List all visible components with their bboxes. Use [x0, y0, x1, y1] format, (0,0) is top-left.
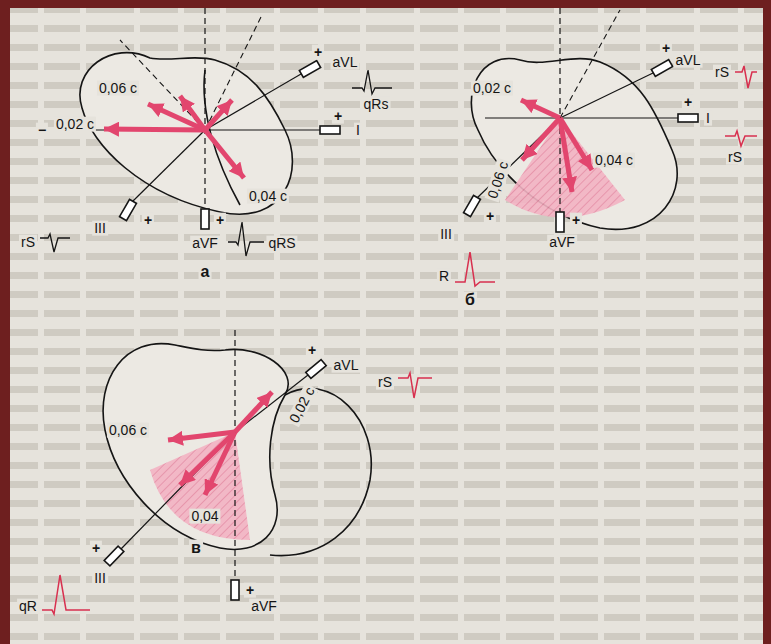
polarity-sign: + [244, 583, 256, 598]
lead-name: aVL [331, 55, 360, 70]
wave-label: rS [726, 150, 744, 165]
lead-name: I [704, 111, 712, 126]
lead-name: aVL [332, 358, 361, 373]
polarity-sign: + [570, 213, 582, 228]
wave-label: qRs [362, 97, 391, 112]
vector-arrows-c [168, 392, 272, 495]
polarity-sign: + [306, 343, 318, 358]
background-text [10, 8, 763, 644]
lead-name: aVF [190, 236, 220, 251]
lead-name: aVF [249, 599, 279, 614]
time-label: 0,06 с [97, 81, 139, 96]
polarity-sign: + [90, 541, 102, 556]
vector-arrows-a [104, 96, 244, 178]
time-label: 0,06 с [485, 158, 512, 203]
wave-label: rS [376, 375, 394, 390]
lead-name: aVL [674, 53, 703, 68]
panel-letter: б [463, 292, 477, 309]
time-label: 0,02 с [54, 117, 96, 132]
polarity-sign: + [142, 213, 154, 228]
time-label: 0,02 с [286, 383, 319, 427]
vector-arrows-b [521, 100, 592, 192]
panel-c [103, 330, 371, 600]
lead-name: aVF [547, 235, 577, 250]
polarity-sign: + [214, 213, 226, 228]
ecg-traces-b [455, 66, 757, 286]
lead-name: III [92, 571, 108, 586]
panel-b [464, 8, 698, 232]
time-label: 0,04 с [593, 153, 635, 168]
panel-a [40, 8, 392, 256]
time-label: 0,06 с [107, 423, 149, 438]
time-label: 0,02 с [471, 81, 513, 96]
page [10, 8, 763, 644]
time-label: 0,04 с [247, 189, 289, 204]
polarity-sign: + [332, 109, 344, 124]
polarity-sign: + [682, 95, 694, 110]
polarity-sign: + [312, 45, 324, 60]
polarity-sign: − [36, 123, 48, 138]
wave-label: R [437, 269, 451, 284]
time-label: 0,04 [189, 509, 220, 524]
lead-name: I [354, 123, 362, 138]
polarity-sign: + [484, 209, 496, 224]
wave-label: rS [713, 65, 731, 80]
wave-label: qR [17, 599, 39, 614]
wave-label: qRS [266, 236, 297, 251]
polarity-sign: + [660, 41, 672, 56]
wave-label: rS [19, 235, 37, 250]
panel-letter: в [189, 540, 203, 557]
lead-name: III [438, 227, 454, 242]
panel-letter: а [199, 264, 212, 281]
ecg-traces-c [42, 373, 432, 614]
lead-name: III [92, 221, 108, 236]
